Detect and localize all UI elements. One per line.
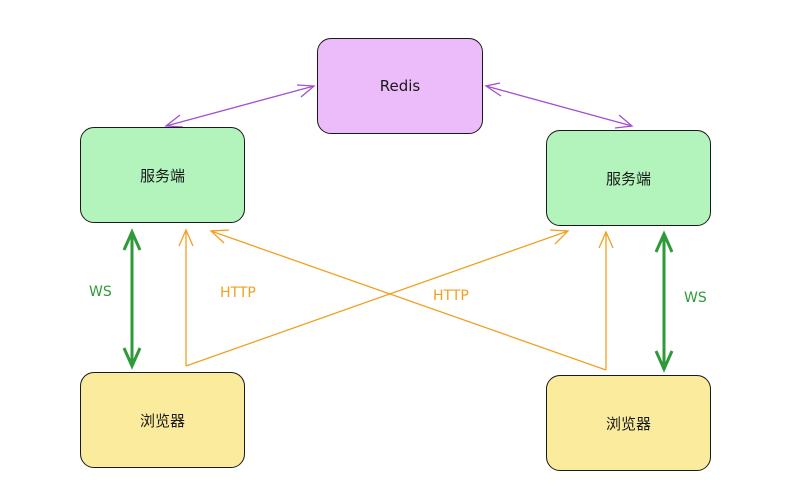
http-left-browser-link — [178, 228, 570, 367]
http-left-label: HTTP — [220, 285, 256, 301]
redis-label: Redis — [379, 77, 421, 95]
ws-left-link — [122, 228, 142, 370]
ws-right-link — [654, 230, 674, 373]
ws-left-label: WS — [89, 284, 112, 300]
http-right-label: HTTP — [433, 288, 469, 304]
redis-server-left-link — [164, 84, 316, 128]
browser-left-node: 浏览器 — [80, 372, 245, 468]
ws-right-label: WS — [684, 290, 707, 306]
server-left-node: 服务端 — [80, 127, 245, 223]
redis-server-right-link — [484, 82, 634, 129]
browser-right-label: 浏览器 — [605, 414, 651, 433]
server-right-node: 服务端 — [546, 130, 711, 226]
redis-node: Redis — [317, 38, 483, 134]
http-right-browser-link — [209, 229, 614, 371]
server-left-label: 服务端 — [139, 166, 185, 185]
browser-right-node: 浏览器 — [546, 375, 711, 471]
browser-left-label: 浏览器 — [139, 411, 185, 430]
server-right-label: 服务端 — [605, 169, 651, 188]
